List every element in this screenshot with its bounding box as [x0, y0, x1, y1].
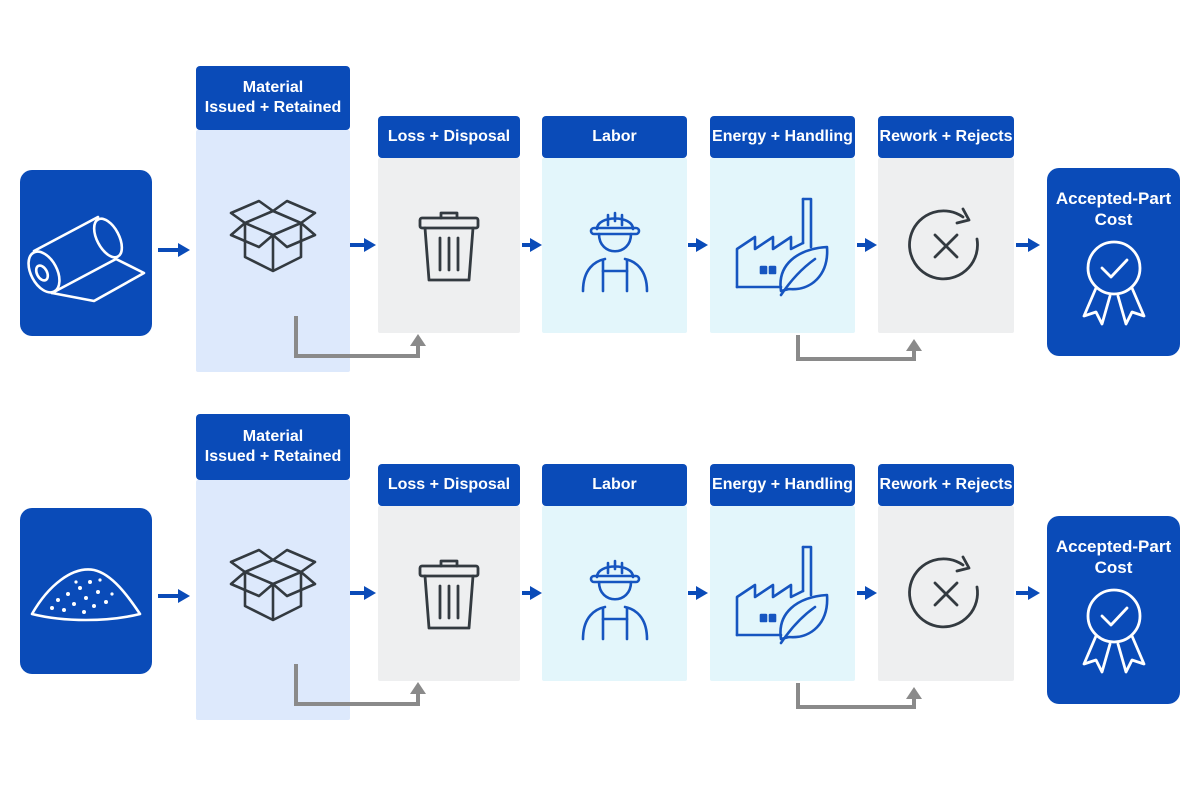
energy-header: Energy + Handling	[710, 116, 855, 158]
process-row-1: Material Issued + Retained Loss + Dispos…	[0, 60, 1200, 400]
material-header-label: Material Issued + Retained	[204, 428, 342, 465]
worker-icon	[575, 547, 655, 641]
source-box-powder	[20, 508, 152, 674]
return-arrow-rework	[786, 333, 926, 367]
open-box-icon	[223, 530, 323, 630]
loss-body	[378, 506, 520, 681]
flow-arrow	[686, 235, 712, 255]
energy-body	[710, 506, 855, 681]
rework-header-label: Rework + Rejects	[879, 128, 1013, 145]
material-header: Material Issued + Retained	[196, 414, 350, 480]
rework-header-label: Rework + Rejects	[879, 476, 1013, 493]
flow-arrow	[686, 583, 712, 603]
loss-header-label: Loss + Disposal	[387, 476, 511, 493]
open-box-icon	[223, 181, 323, 281]
factory-leaf-icon	[731, 191, 835, 301]
flow-arrow	[855, 583, 881, 603]
reject-cycle-icon	[901, 201, 991, 291]
labor-header: Labor	[542, 464, 687, 506]
material-body	[196, 130, 350, 372]
energy-header: Energy + Handling	[710, 464, 855, 506]
labor-header-label: Labor	[592, 128, 637, 145]
source-box-roll	[20, 170, 152, 336]
flow-arrow	[348, 583, 380, 603]
rework-header: Rework + Rejects	[878, 116, 1014, 158]
labor-header: Labor	[542, 116, 687, 158]
labor-header-label: Labor	[592, 476, 637, 493]
material-header: Material Issued + Retained	[196, 66, 350, 130]
powder-pile-icon	[28, 556, 144, 626]
flow-arrow	[154, 240, 194, 260]
labor-body	[542, 158, 687, 333]
flow-arrow	[1014, 583, 1044, 603]
material-body	[196, 480, 350, 720]
loss-body	[378, 158, 520, 333]
loss-header-label: Loss + Disposal	[387, 128, 511, 145]
trash-bin-icon	[414, 206, 484, 286]
accepted-part-cost-box: Accepted-Part Cost	[1047, 168, 1180, 356]
factory-leaf-icon	[731, 539, 835, 649]
rework-body	[878, 158, 1014, 333]
loss-header: Loss + Disposal	[378, 116, 520, 158]
rework-body	[878, 506, 1014, 681]
energy-body	[710, 158, 855, 333]
roll-icon	[24, 203, 148, 303]
flow-arrow	[154, 586, 194, 606]
return-arrow-loss	[284, 314, 430, 364]
award-badge-icon	[1074, 586, 1154, 674]
process-row-2: Material Issued + Retained Loss + Dispos…	[0, 408, 1200, 748]
labor-body	[542, 506, 687, 681]
rework-header: Rework + Rejects	[878, 464, 1014, 506]
reject-cycle-icon	[901, 549, 991, 639]
award-badge-icon	[1074, 238, 1154, 326]
flow-arrow	[855, 235, 881, 255]
flow-arrow	[520, 235, 546, 255]
energy-header-label: Energy + Handling	[712, 128, 853, 145]
result-label: Accepted-Part Cost	[1055, 189, 1172, 229]
loss-header: Loss + Disposal	[378, 464, 520, 506]
worker-icon	[575, 199, 655, 293]
flow-arrow	[348, 235, 380, 255]
flow-arrow	[520, 583, 546, 603]
accepted-part-cost-box: Accepted-Part Cost	[1047, 516, 1180, 704]
return-arrow-rework	[786, 681, 926, 715]
material-header-label: Material Issued + Retained	[204, 79, 342, 116]
return-arrow-loss	[284, 662, 430, 712]
result-label: Accepted-Part Cost	[1055, 537, 1172, 577]
trash-bin-icon	[414, 554, 484, 634]
energy-header-label: Energy + Handling	[712, 476, 853, 493]
flow-arrow	[1014, 235, 1044, 255]
